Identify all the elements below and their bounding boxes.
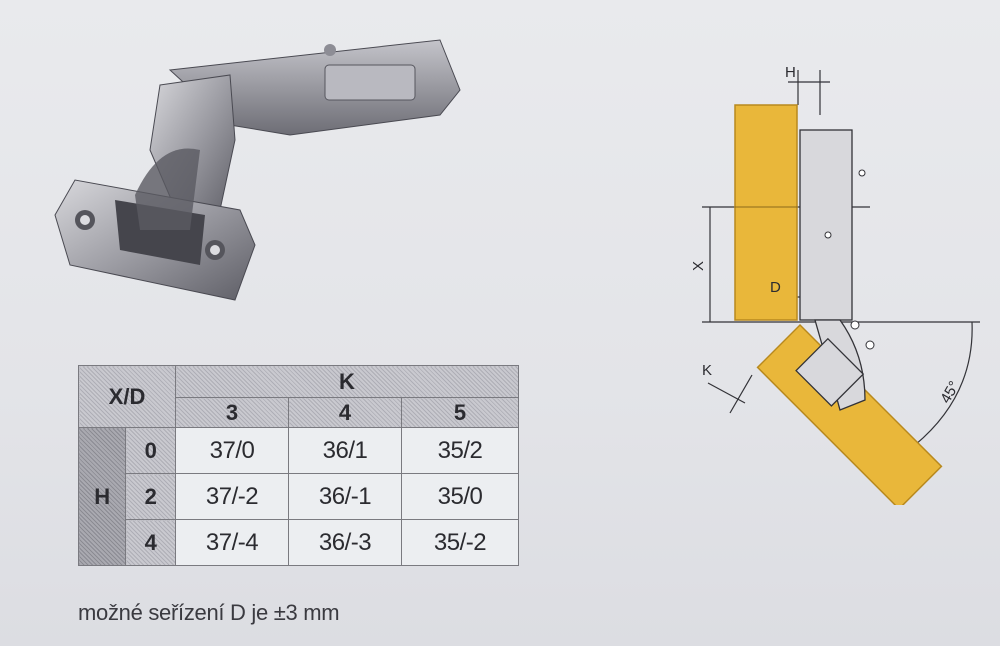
table-cell: 37/-4 xyxy=(175,519,289,566)
h-value-2: 2 xyxy=(125,473,176,520)
h-value-4: 4 xyxy=(125,519,176,566)
k-header: K xyxy=(175,365,519,398)
table-cell: 36/1 xyxy=(288,427,402,474)
label-k: K xyxy=(702,362,712,379)
label-angle: 45° xyxy=(937,378,963,406)
table-cell: 35/2 xyxy=(401,427,519,474)
hinge-diagram: H X D K 45° xyxy=(690,64,980,505)
table-cell: 37/-2 xyxy=(175,473,289,520)
table-cell: 35/-2 xyxy=(401,519,519,566)
corner-header: X/D xyxy=(78,365,176,428)
hinge-photo xyxy=(54,39,461,301)
h-header: H xyxy=(77,427,127,566)
cabinet-side-panel xyxy=(734,104,798,321)
h-value-0: 0 xyxy=(125,427,176,474)
table-cell: 35/0 xyxy=(401,473,519,520)
label-x: X xyxy=(690,261,707,271)
label-h: H xyxy=(785,64,796,81)
k-value-4: 4 xyxy=(288,397,402,428)
table-cell: 36/-3 xyxy=(288,519,402,566)
label-d: D xyxy=(770,279,781,296)
adjustment-note: možné seřízení D je ±3 mm xyxy=(78,600,340,625)
table-cell: 37/0 xyxy=(175,427,289,474)
k-value-5: 5 xyxy=(401,397,519,428)
k-value-3: 3 xyxy=(175,397,289,428)
table-cell: 36/-1 xyxy=(288,473,402,520)
adjustment-table: X/D K 3 4 5 H 0 37/0 36/1 35/2 2 37/-2 3… xyxy=(77,365,519,566)
